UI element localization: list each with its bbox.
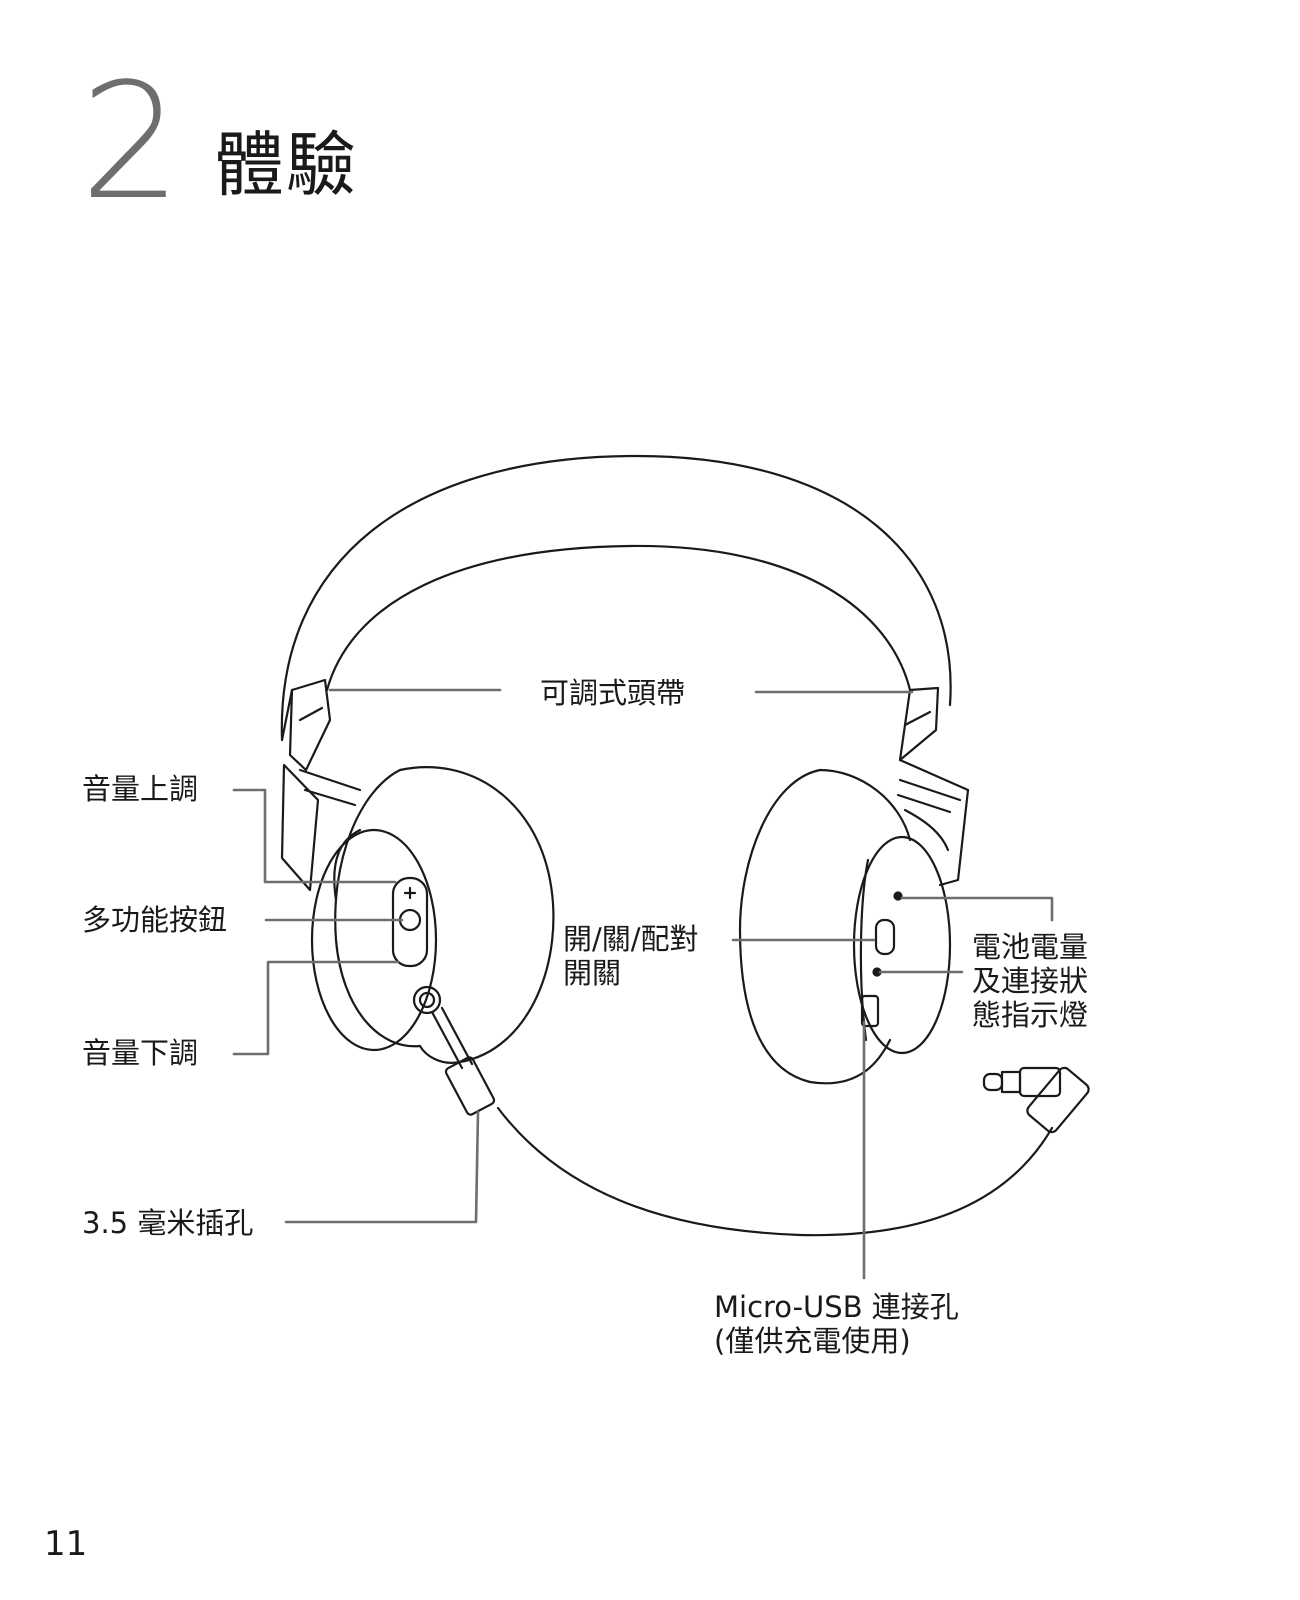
label-battery-status-indicator: 電池電量 及連接狀 態指示燈 [972, 930, 1089, 1032]
headband-illustration [280, 454, 970, 892]
label-multifunction-button: 多功能按鈕 [82, 903, 228, 937]
left-earcup-illustration [310, 766, 555, 1116]
label-volume-down: 音量下調 [82, 1036, 199, 1070]
chapter-title: 體驗 [214, 124, 358, 206]
label-volume-up: 音量上調 [82, 772, 199, 806]
callout-lines [232, 688, 1054, 1280]
right-earcup-illustration [738, 768, 952, 1085]
audio-cable-illustration [496, 1106, 1054, 1237]
page-number: 11 [44, 1524, 88, 1564]
label-micro-usb-port: Micro-USB 連接孔 (僅供充電使用) [714, 1290, 959, 1358]
label-audio-jack: 3.5 毫米插孔 [82, 1206, 254, 1240]
label-power-pairing: 開/關/配對 開關 [563, 922, 699, 990]
label-headband: 可調式頭帶 [540, 676, 686, 710]
chapter-number: 2 [80, 48, 182, 235]
audio-plug-illustration [982, 1066, 1090, 1134]
